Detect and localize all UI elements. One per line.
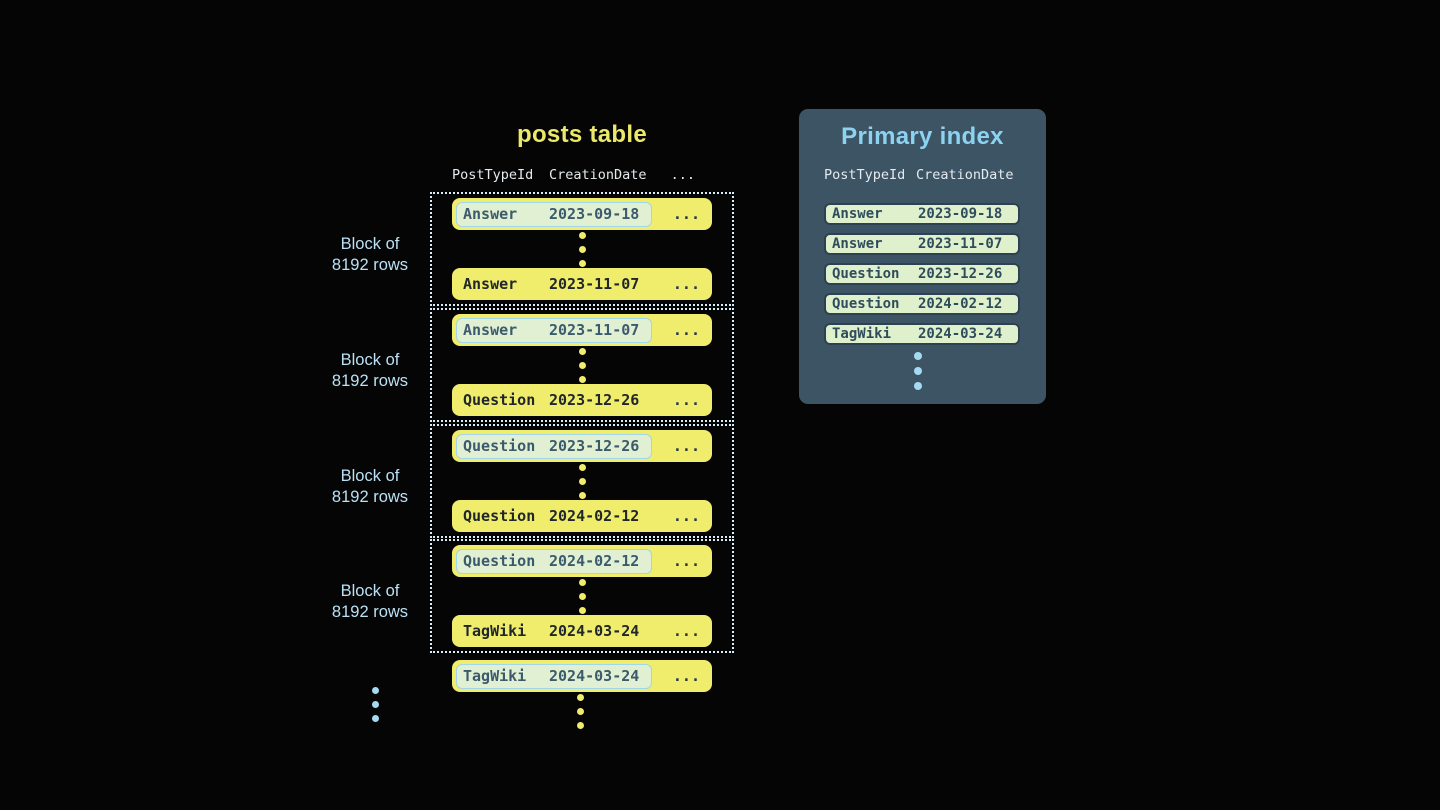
row-more-columns-ellipsis: ... — [672, 437, 700, 455]
row-more-columns-ellipsis: ... — [672, 391, 700, 409]
index-entry: Question 2023-12-26 — [824, 263, 1020, 285]
primary-index-column-headers: PostTypeId CreationDate — [824, 166, 1020, 184]
index-entry: Answer 2023-11-07 — [824, 233, 1020, 255]
block-label-4: Block of 8192 rows — [331, 582, 409, 621]
vertical-ellipsis-dots — [578, 231, 586, 267]
column-header-posttypeid: PostTypeId — [452, 167, 534, 183]
row-more-columns-ellipsis: ... — [672, 552, 700, 570]
row-cell: Answer 2023-11-07 — [463, 275, 640, 293]
row-block-2: Answer 2023-11-07 ... Question 2023-12-2… — [430, 308, 734, 422]
table-row: Question 2023-12-26 ... — [452, 384, 712, 416]
table-row: TagWiki 2024-03-24 ... — [452, 615, 712, 647]
row-block-4: Question 2024-02-12 ... TagWiki 2024-03-… — [430, 539, 734, 653]
table-row: Question 2023-12-26 ... — [452, 430, 712, 462]
row-more-columns-ellipsis: ... — [672, 275, 700, 293]
blocks-continue-ellipsis-dots — [372, 687, 379, 722]
column-header-posttypeid: PostTypeId — [824, 167, 906, 183]
posts-table-title: posts table — [517, 121, 647, 148]
row-more-columns-ellipsis: ... — [672, 507, 700, 525]
block-label-1: Block of 8192 rows — [331, 235, 409, 274]
vertical-ellipsis-dots — [578, 578, 586, 614]
row-block-3: Question 2023-12-26 ... Question 2024-02… — [430, 424, 734, 538]
column-header-creationdate: CreationDate — [916, 167, 1014, 183]
primary-index-panel: Primary index PostTypeId CreationDate An… — [799, 109, 1046, 404]
row-more-columns-ellipsis: ... — [672, 321, 700, 339]
table-row: Question 2024-02-12 ... — [452, 545, 712, 577]
primary-index-title: Primary index — [841, 123, 1004, 150]
index-mark-cell: Answer 2023-09-18 — [456, 201, 652, 227]
vertical-ellipsis-dots — [578, 347, 586, 383]
index-mark-cell: TagWiki 2024-03-24 — [456, 663, 652, 689]
table-row: TagWiki 2024-03-24 ... — [452, 660, 712, 692]
index-entry: TagWiki 2024-03-24 — [824, 323, 1020, 345]
block-label-3: Block of 8192 rows — [331, 467, 409, 506]
index-entry: Question 2024-02-12 — [824, 293, 1020, 315]
table-row: Answer 2023-11-07 ... — [452, 268, 712, 300]
table-row: Question 2024-02-12 ... — [452, 500, 712, 532]
column-header-ellipsis: ... — [670, 167, 695, 183]
index-mark-cell: Question 2024-02-12 — [456, 548, 652, 574]
block-label-2: Block of 8192 rows — [331, 351, 409, 390]
index-mark-cell: Answer 2023-11-07 — [456, 317, 652, 343]
table-continues-ellipsis-dots — [577, 694, 584, 729]
column-header-creationdate: CreationDate — [549, 167, 647, 183]
index-continues-ellipsis-dots — [914, 352, 922, 390]
row-more-columns-ellipsis: ... — [672, 622, 700, 640]
row-more-columns-ellipsis: ... — [672, 205, 700, 223]
row-cell: TagWiki 2024-03-24 — [463, 622, 640, 640]
row-cell: Question 2024-02-12 — [463, 507, 640, 525]
index-entry: Answer 2023-09-18 — [824, 203, 1020, 225]
table-row: Answer 2023-11-07 ... — [452, 314, 712, 346]
row-cell: Question 2023-12-26 — [463, 391, 640, 409]
index-mark-cell: Question 2023-12-26 — [456, 433, 652, 459]
primary-index-rows: Answer 2023-09-18 Answer 2023-11-07 Ques… — [824, 203, 1020, 345]
vertical-ellipsis-dots — [578, 463, 586, 499]
row-block-1: Answer 2023-09-18 ... Answer 2023-11-07 … — [430, 192, 734, 306]
row-more-columns-ellipsis: ... — [672, 667, 700, 685]
table-row: Answer 2023-09-18 ... — [452, 198, 712, 230]
posts-table-column-headers: PostTypeId CreationDate ... — [452, 166, 711, 184]
